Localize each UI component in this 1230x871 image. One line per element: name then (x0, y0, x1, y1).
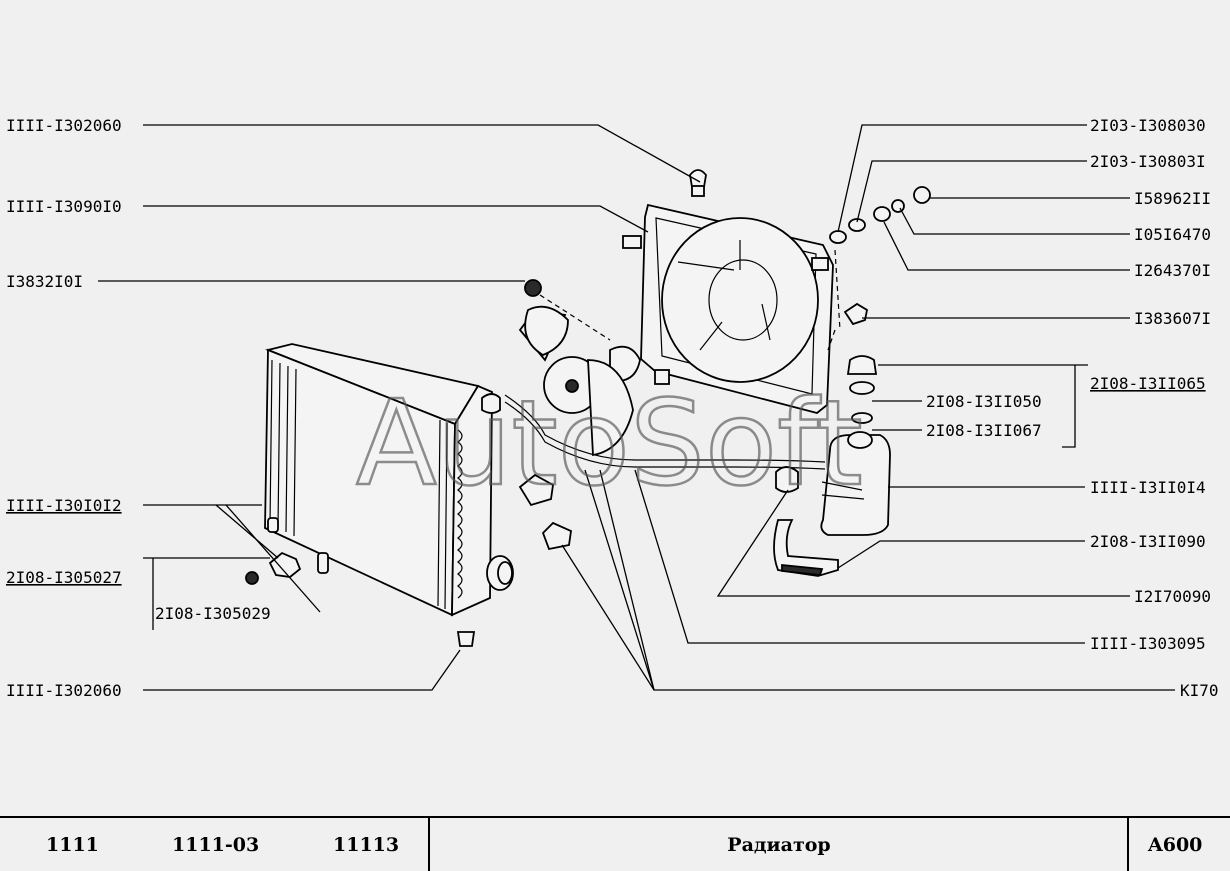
model-2: 1111-03 (172, 833, 260, 856)
page-code: A600 (1148, 833, 1203, 856)
bolts-washers (829, 186, 931, 326)
footer-bar: 1111 1111-03 11113 Радиатор A600 (0, 816, 1230, 871)
model-1: 1111 (46, 833, 99, 856)
part-label: IIII-I3II0I4 (1090, 478, 1206, 497)
part-label: I58962II (1134, 189, 1211, 208)
leader-lines (98, 124, 1175, 691)
left-labels: IIII-I302060 IIII-I3090I0 I3832I0I IIII-… (6, 116, 271, 700)
divider (1127, 818, 1129, 871)
drain-plug (245, 551, 302, 585)
bottom-cushion (456, 631, 476, 647)
part-label: I383607I (1134, 309, 1211, 328)
divider (428, 818, 430, 871)
part-label: 2I08-I305027 (6, 568, 122, 587)
expansion-tank (773, 355, 891, 577)
hoses (504, 394, 826, 470)
part-label: IIII-I30I0I2 (6, 496, 122, 515)
part-label: KI70 (1180, 681, 1219, 700)
fan-shroud (622, 169, 834, 414)
part-label: IIII-I303095 (1090, 634, 1206, 653)
part-label: I05I6470 (1134, 225, 1211, 244)
part-label: 2I08-I3II065 (1090, 374, 1206, 393)
part-label: 2I08-I305029 (155, 604, 271, 623)
part-label: IIII-I302060 (6, 681, 122, 700)
section-title: Радиатор (727, 833, 831, 856)
part-label: 2I03-I30803I (1090, 152, 1206, 171)
fan-motor-assembly (518, 279, 641, 551)
part-label: IIII-I302060 (6, 116, 122, 135)
watermark-text: AutoSoft (356, 374, 863, 512)
part-label: 2I08-I3II090 (1090, 532, 1206, 551)
part-label: 2I03-I308030 (1090, 116, 1206, 135)
part-label: 2I08-I3II067 (926, 421, 1042, 440)
part-label: I3832I0I (6, 272, 83, 291)
part-label: I2I70090 (1134, 587, 1211, 606)
radiator (264, 343, 514, 617)
model-3: 11113 (333, 833, 400, 856)
part-label: IIII-I3090I0 (6, 197, 122, 216)
part-label: I264370I (1134, 261, 1211, 280)
right-labels: 2I03-I308030 2I03-I30803I I58962II I05I6… (926, 116, 1219, 700)
part-label: 2I08-I3II050 (926, 392, 1042, 411)
